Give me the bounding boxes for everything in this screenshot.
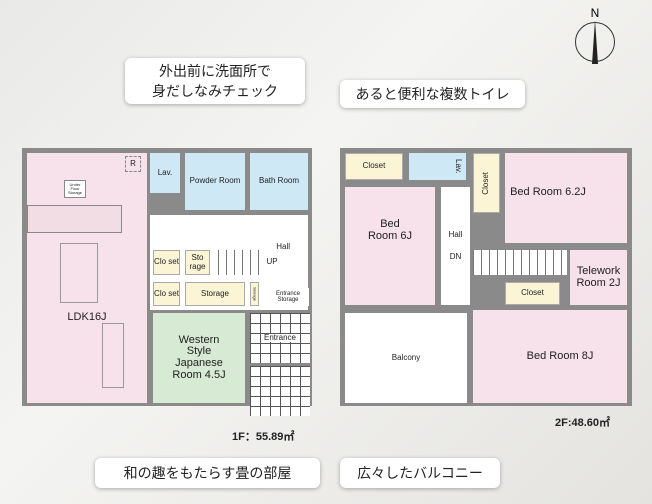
kitchen-counter [27,205,122,233]
storage-1: Sto rage [185,250,210,275]
lav: Lav. [409,153,466,180]
bedroom-8j: Bed Room 8J [473,310,627,403]
dining-table [60,243,98,303]
entrance-storage-label: Entrance Storage [267,288,309,306]
callout-toilets: あると便利な複数トイレ [340,80,525,108]
callout-tatami: 和の趣をもたらす畳の部屋 [95,458,320,488]
lav: Lav. [150,153,180,193]
bedroom-6-2j: Bed Room 6.2J [505,153,627,243]
bedroom-6j: Bed Room 6J [345,187,435,305]
powder-room: Powder Room [185,153,245,210]
callout-balcony: 広々したバルコニー [340,458,500,488]
compass-north-label: N [590,6,600,20]
floor-2-plan: Closet Lav. Closet Bed Room 6.2J Bed Roo… [340,148,632,406]
entrance: Entrance [250,313,310,363]
floor-1-area: 1F：55.89㎡ [232,431,295,443]
sofa [102,323,124,388]
closet-1: Closet [345,153,403,180]
floor-1-plan: LDK16J R Under Floor Storage Lav. Powder… [22,148,312,416]
telework-room: Telework Room 2J [570,250,627,305]
floor-2-area: 2F:48.60㎡ [555,417,611,429]
closet-1: Clo set [153,250,180,275]
closet-3: Closet [505,282,560,305]
stairs-down [473,250,567,275]
entrance-steps [250,366,310,416]
under-floor-storage: Under Floor Storage [64,180,86,198]
storage-2: Storage [185,282,245,306]
callout-washroom: 外出前に洗面所で 身だしなみチェック [125,58,305,104]
stairs-up [218,250,262,275]
storage-3: Storage [250,282,259,306]
refrigerator: R [125,156,141,172]
japanese-room: Western Style Japanese Room 4.5J [153,313,245,403]
up-label: UP [266,256,278,266]
compass-needle-icon [592,20,598,64]
ldk: LDK16J [27,153,147,403]
closet-2: Clo set [153,282,180,306]
balcony: Balcony [345,313,467,403]
closet-2: Closet [473,153,500,213]
compass: N [570,6,620,66]
bath-room: Bath Room [250,153,308,210]
